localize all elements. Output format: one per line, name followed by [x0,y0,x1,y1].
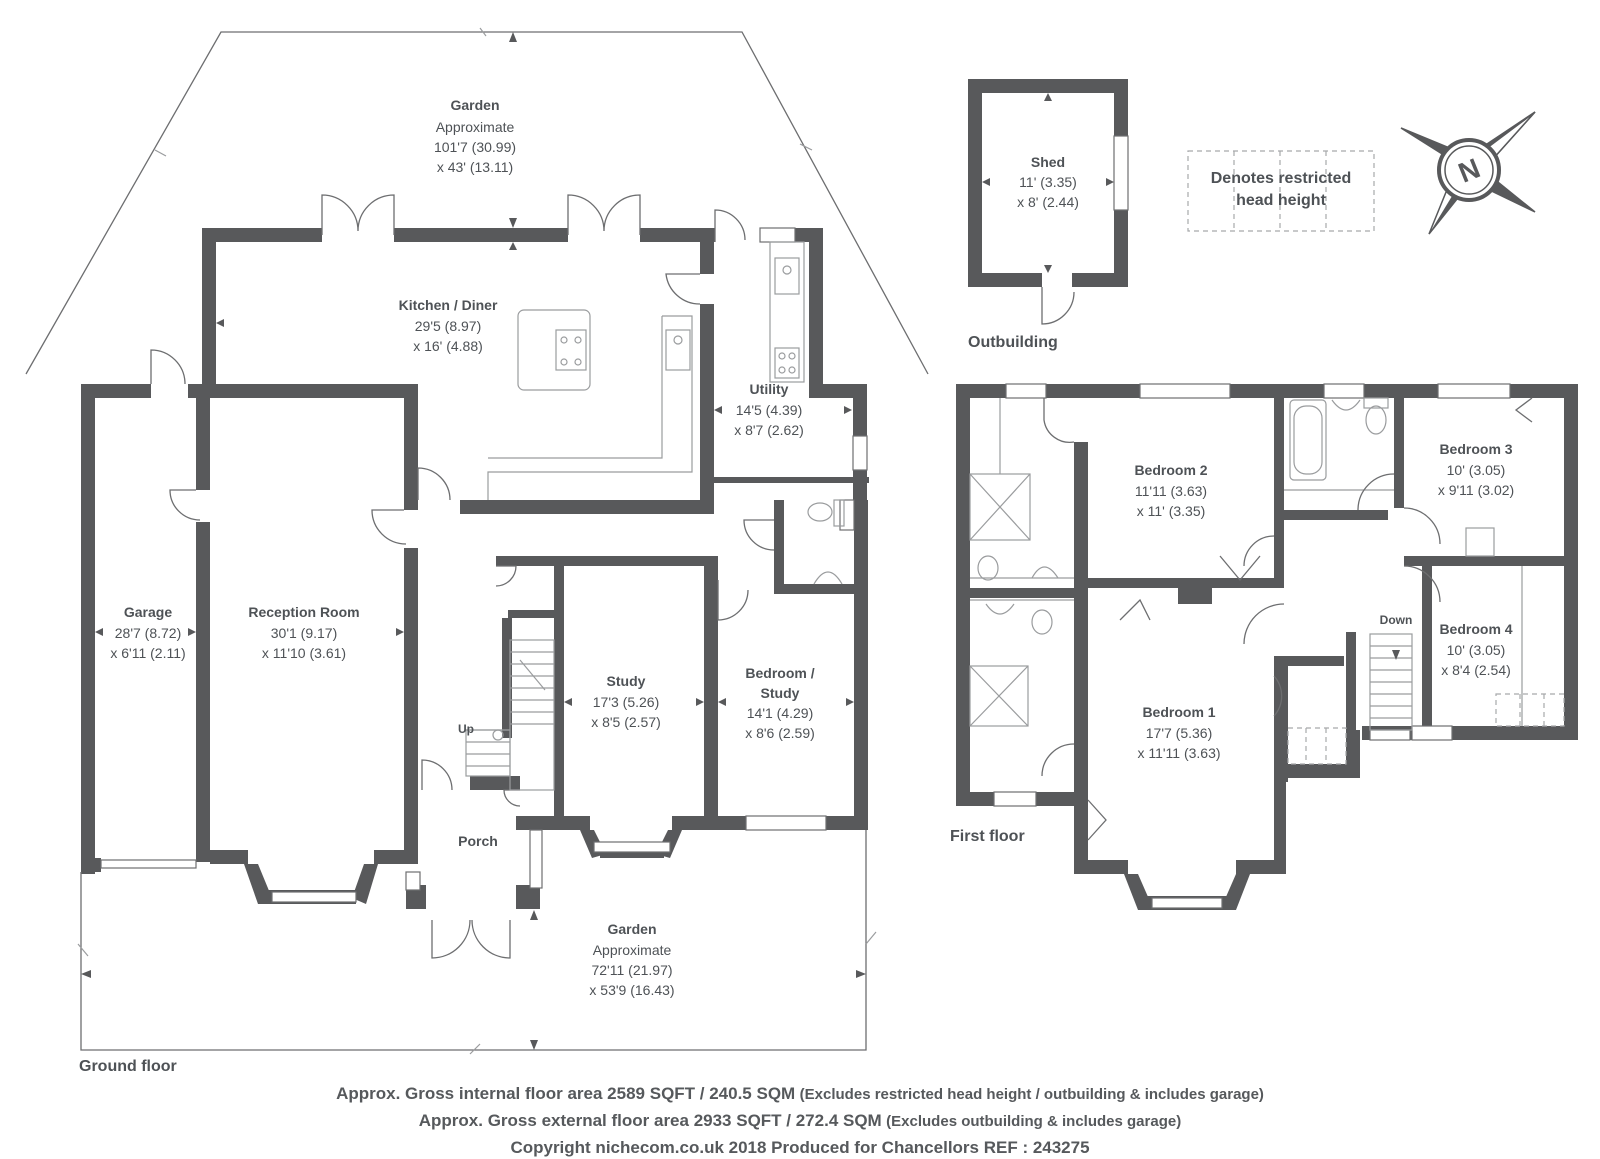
shed-line1: 11' (3.35) [1019,174,1077,190]
bedroom3-name: Bedroom 3 [1439,441,1512,457]
outbuilding-walls [968,79,1129,325]
garden-front-line1: Approximate [593,942,672,958]
kitchen-name: Kitchen / Diner [399,297,498,313]
stairs-up-label: Up [458,722,474,736]
dimension-arrows [81,32,1400,1050]
garage-line2: x 6'11 (2.11) [110,645,185,661]
garden-front-name: Garden [607,921,656,937]
bedroom-study-line1: 14'1 (4.29) [747,705,814,721]
footer-copyright: Copyright nichecom.co.uk 2018 Produced f… [0,1138,1600,1158]
legend-line1: Denotes restricted [1211,170,1352,187]
bedroom3-line2: x 9'11 (3.02) [1438,482,1514,498]
garden-rear-line2: 101'7 (30.99) [434,139,516,155]
first-floor-label: First floor [950,828,1025,845]
garden-rear-name: Garden [450,97,499,113]
rear-garden-outline [25,27,929,375]
kitchen-line2: x 16' (4.88) [413,338,483,354]
ground-floor-windows [100,227,868,903]
legend-line2: head height [1236,192,1326,209]
bedroom1-line2: x 11'11 (3.63) [1137,745,1220,761]
ground-floor-walls [81,228,869,909]
footer-external-note: (Excludes outbuilding & includes garage) [886,1113,1182,1130]
first-floor-windows [993,383,1511,909]
stairs-down-label: Down [1380,613,1413,627]
bedroom2-line1: 11'11 (3.63) [1135,483,1207,499]
bedroom4-line1: 10' (3.05) [1447,642,1506,658]
reception-name: Reception Room [248,604,359,620]
bedroom4-name: Bedroom 4 [1439,621,1512,637]
outbuilding-label: Outbuilding [968,334,1058,351]
first-floor-fittings [969,397,1565,841]
ground-floor-fittings [150,194,845,959]
reception-line1: 30'1 (9.17) [271,625,338,641]
footer-external-main: Approx. Gross external floor area 2933 S… [418,1111,882,1130]
north-compass-icon [1400,111,1536,235]
bedroom-study-name1: Bedroom / [745,665,814,681]
study-line1: 17'3 (5.26) [593,694,660,710]
study-name: Study [607,673,646,689]
garage-line1: 28'7 (8.72) [115,625,182,641]
garage-name: Garage [124,604,172,620]
bedroom1-line1: 17'7 (5.36) [1146,725,1213,741]
bedroom4-line2: x 8'4 (2.54) [1441,662,1511,678]
garden-front-line3: x 53'9 (16.43) [589,982,674,998]
footer-copyright-text: Copyright nichecom.co.uk 2018 Produced f… [510,1138,1090,1157]
shed-name: Shed [1031,154,1065,170]
front-garden-outline [77,830,877,1055]
reception-line2: x 11'10 (3.61) [262,645,346,661]
garden-rear-line1: Approximate [436,119,515,135]
shed-line2: x 8' (2.44) [1017,194,1079,210]
utility-line1: 14'5 (4.39) [736,402,803,418]
room-labels: Garden Approximate 101'7 (30.99) x 43' (… [79,97,1514,1075]
bedroom1-name: Bedroom 1 [1142,704,1215,720]
bedroom2-line2: x 11' (3.35) [1137,503,1206,519]
bedroom-study-name2: Study [761,685,800,701]
bedroom3-line1: 10' (3.05) [1447,462,1506,478]
kitchen-line1: 29'5 (8.97) [415,318,482,334]
footer-external-area: Approx. Gross external floor area 2933 S… [0,1111,1600,1131]
garden-rear-line3: x 43' (13.11) [437,159,513,175]
garden-front-line2: 72'11 (21.97) [591,962,672,978]
footer-internal-area: Approx. Gross internal floor area 2589 S… [0,1084,1600,1104]
ground-floor-label: Ground floor [79,1058,177,1075]
study-line2: x 8'5 (2.57) [591,714,661,730]
restricted-height-legend [1187,150,1375,232]
bedroom-study-line2: x 8'6 (2.59) [745,725,815,741]
utility-line2: x 8'7 (2.62) [734,422,804,438]
utility-name: Utility [750,381,789,397]
footer-internal-main: Approx. Gross internal floor area 2589 S… [336,1084,796,1103]
porch-name: Porch [458,833,498,849]
bedroom2-name: Bedroom 2 [1134,462,1207,478]
footer-internal-note: (Excludes restricted head height / outbu… [799,1086,1264,1103]
